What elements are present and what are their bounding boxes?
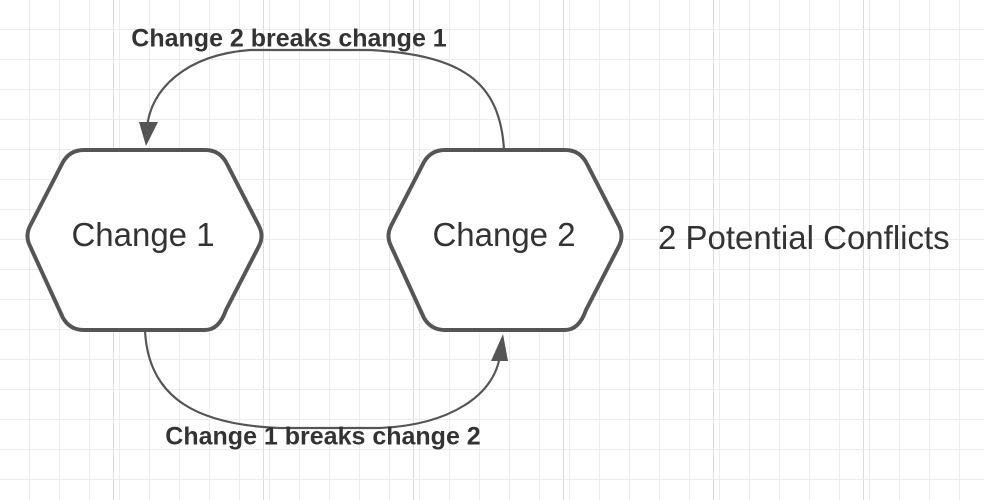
edge-change2-to-change1[interactable] — [145, 48, 506, 151]
edge-change1-to-change2[interactable] — [143, 329, 502, 430]
node-label-change-2: Change 2 — [432, 216, 576, 253]
hexagon-change-2[interactable] — [386, 148, 624, 332]
arrowhead-to-change1 — [139, 122, 158, 146]
potential-conflicts-text: 2 Potential Conflicts — [658, 219, 950, 256]
node-label-change-1: Change 1 — [71, 216, 215, 253]
edge-label-change1-breaks-change2: Change 1 breaks change 2 — [165, 422, 481, 451]
arrowhead-to-change2 — [491, 334, 508, 361]
hexagon-change-1[interactable] — [25, 148, 264, 332]
edge-label-change2-breaks-change1: Change 2 breaks change 1 — [131, 24, 447, 53]
